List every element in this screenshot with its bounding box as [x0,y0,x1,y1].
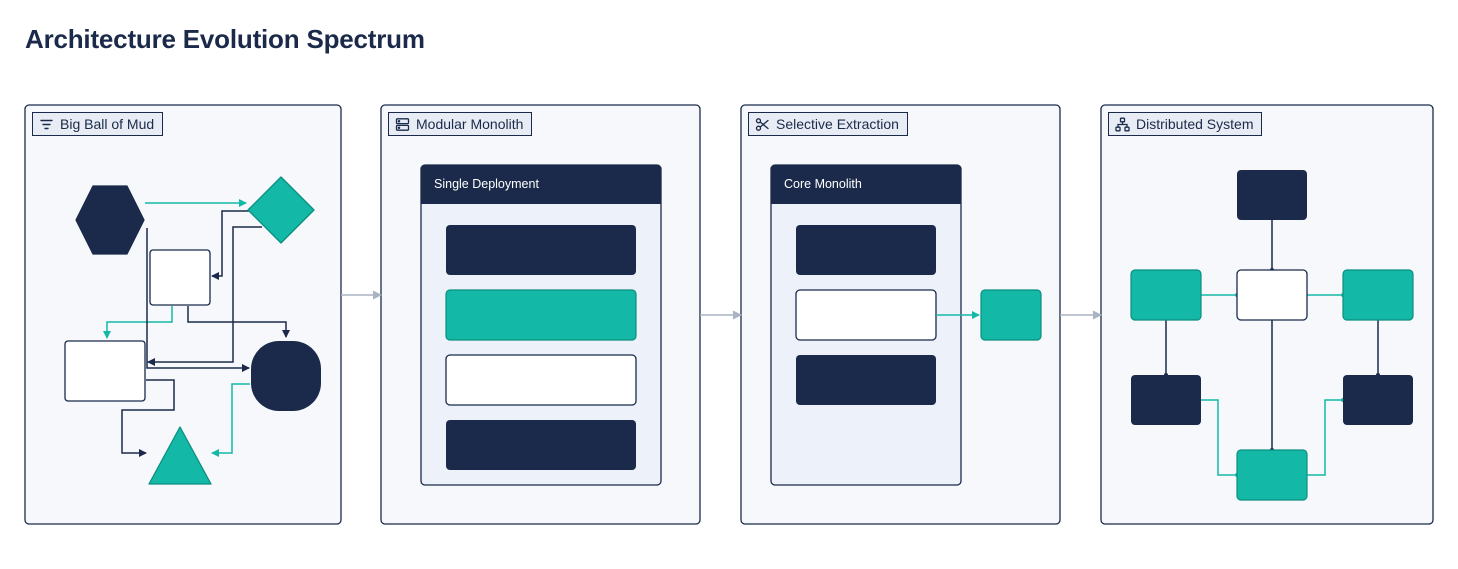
rect-node [64,340,146,402]
core-header-title: Core Monolith [784,177,862,191]
hierarchy-icon [1115,117,1130,132]
diamond-node [247,176,315,244]
edge [187,306,290,338]
module-block [445,354,637,406]
panel-label-modular-monolith: Modular Monolith [388,112,533,136]
edge [146,228,250,372]
edge [147,226,262,366]
edge [103,306,173,339]
service-node [1236,269,1308,321]
core-module [796,355,936,405]
distributed-edges [1165,220,1379,476]
edge [211,383,250,457]
edge [1307,399,1343,476]
triangle-node [148,426,212,485]
edge [211,210,254,280]
panel-label-distributed-system: Distributed System [1108,112,1263,136]
service-node [1236,449,1308,501]
deployment-header [421,165,661,204]
service-node [1131,375,1201,425]
service-node [1130,269,1202,321]
rounded-node [251,341,321,411]
core-module [795,289,937,341]
service-node [1342,269,1414,321]
module-block [445,289,637,341]
server-icon [395,117,410,132]
core-module [796,225,936,275]
deployment-header-title: Single Deployment [434,177,539,191]
module-block [446,225,636,275]
extracted-service [980,289,1042,341]
panel-label-selective-extraction: Selective Extraction [748,112,908,136]
panel-label-big-ball-of-mud: Big Ball of Mud [32,112,164,136]
scissors-icon [755,117,770,132]
edge [121,379,175,457]
mud-edges [103,199,290,457]
service-node [1237,170,1307,220]
module-block [446,420,636,470]
service-node [1343,375,1413,425]
page-title: Architecture Evolution Spectrum [25,24,425,54]
filter-icon [39,117,54,132]
hexagon-node [75,185,145,255]
core-header [771,165,961,204]
square-node [149,249,211,306]
edge [1201,399,1237,476]
